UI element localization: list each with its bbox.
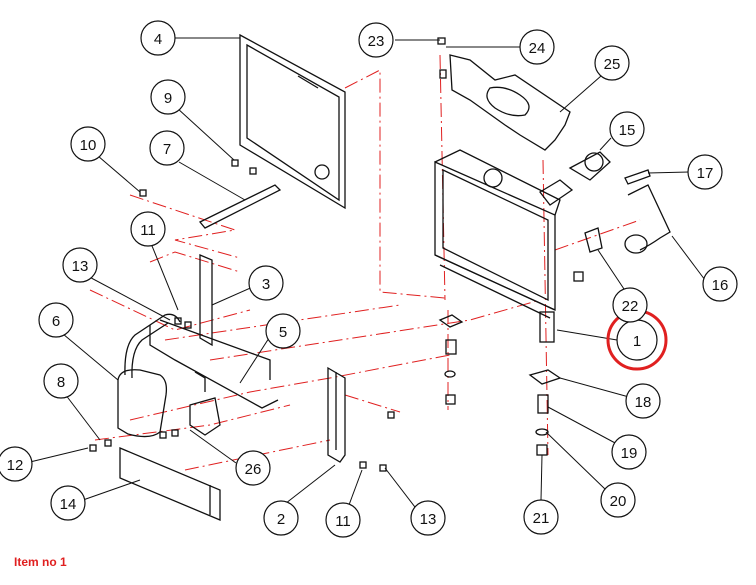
callout-label: 4	[154, 31, 162, 48]
callout-label: 3	[262, 276, 270, 293]
callout-23: 23	[358, 22, 394, 58]
part-3-bracket	[199, 254, 213, 347]
callout-10: 10	[70, 126, 106, 162]
callout-label: 8	[57, 374, 65, 391]
part-26-mount	[189, 397, 221, 436]
leader-lines	[29, 37, 706, 514]
small-fasteners	[89, 37, 584, 472]
callout-3: 3	[248, 265, 284, 301]
part-15-hose	[539, 151, 611, 206]
part-16-hose	[624, 184, 671, 254]
part-18-pad	[438, 314, 562, 385]
callout-25: 25	[594, 45, 630, 81]
callout-label: 26	[245, 461, 262, 478]
callout-label: 19	[621, 445, 638, 462]
assembly-centerlines	[89, 54, 641, 471]
part-4-access-panel	[239, 33, 346, 210]
callout-label: 13	[72, 258, 89, 275]
callout-label: 13	[420, 511, 437, 528]
callout-5: 5	[265, 313, 301, 349]
part-17-clamp	[624, 169, 651, 185]
callout-label: 16	[712, 277, 729, 294]
callout-9: 9	[150, 79, 186, 115]
callout-label: 23	[368, 33, 385, 50]
exploded-parts-diagram: 1 2 3 4 5 6 7 8 9 10 11 11 12 13 13 14 1…	[0, 20, 738, 538]
callout-label: 11	[335, 513, 351, 530]
callout-8: 8	[43, 363, 79, 399]
part-25-shroud	[449, 54, 571, 151]
callout-label: 18	[635, 394, 652, 411]
part-22-clip	[584, 227, 603, 253]
callout-18: 18	[625, 383, 661, 419]
callout-label: 21	[533, 510, 550, 527]
part-19-spacer	[445, 339, 549, 414]
callout-22: 22	[612, 287, 648, 323]
callout-15: 15	[609, 111, 645, 147]
callout-17: 17	[687, 154, 723, 190]
callout-14: 14	[50, 485, 86, 521]
callout-2: 2	[263, 500, 299, 536]
callout-11b: 11	[325, 502, 361, 538]
callout-label: 17	[697, 165, 714, 182]
callout-label: 2	[277, 511, 285, 528]
part-7-bracket	[198, 184, 282, 229]
part-2-support-leg	[327, 366, 346, 463]
callout-6: 6	[38, 302, 74, 338]
callout-13b: 13	[410, 500, 446, 536]
callout-12: 12	[0, 446, 33, 482]
callout-16: 16	[702, 266, 738, 302]
callout-label: 11	[140, 222, 156, 239]
part-5-frame	[149, 319, 279, 409]
callout-label: 1	[633, 333, 641, 350]
callout-label: 10	[80, 137, 97, 154]
callout-label: 22	[622, 298, 639, 315]
callout-label: 25	[604, 56, 621, 73]
callout-label: 20	[610, 493, 627, 510]
callout-label: 12	[7, 457, 24, 474]
item-number-caption: Item no 1	[14, 555, 67, 569]
callout-balloons: 1 2 3 4 5 6 7 8 9 10 11 11 12 13 13 14 1…	[0, 20, 738, 538]
callout-label: 24	[529, 40, 546, 57]
part-6-expansion-tank	[117, 313, 181, 438]
part-20-washer	[444, 370, 549, 436]
part-1-radiator	[434, 149, 561, 343]
callout-20: 20	[600, 482, 636, 518]
part-14-skirt	[119, 447, 221, 521]
callout-24: 24	[519, 29, 555, 65]
callout-label: 15	[619, 122, 636, 139]
callout-11a: 11	[130, 211, 166, 247]
callout-label: 7	[163, 141, 171, 158]
callout-7: 7	[149, 130, 185, 166]
callout-13a: 13	[62, 247, 98, 283]
callout-4: 4	[140, 20, 176, 56]
part-outlines	[89, 33, 671, 521]
part-21-nut	[445, 394, 548, 456]
callout-label: 14	[60, 496, 77, 513]
callout-label: 6	[52, 313, 60, 330]
callout-26: 26	[235, 450, 271, 486]
callout-21: 21	[523, 499, 559, 535]
callout-label: 5	[279, 324, 287, 341]
callout-label: 9	[164, 90, 172, 107]
callout-19: 19	[611, 434, 647, 470]
